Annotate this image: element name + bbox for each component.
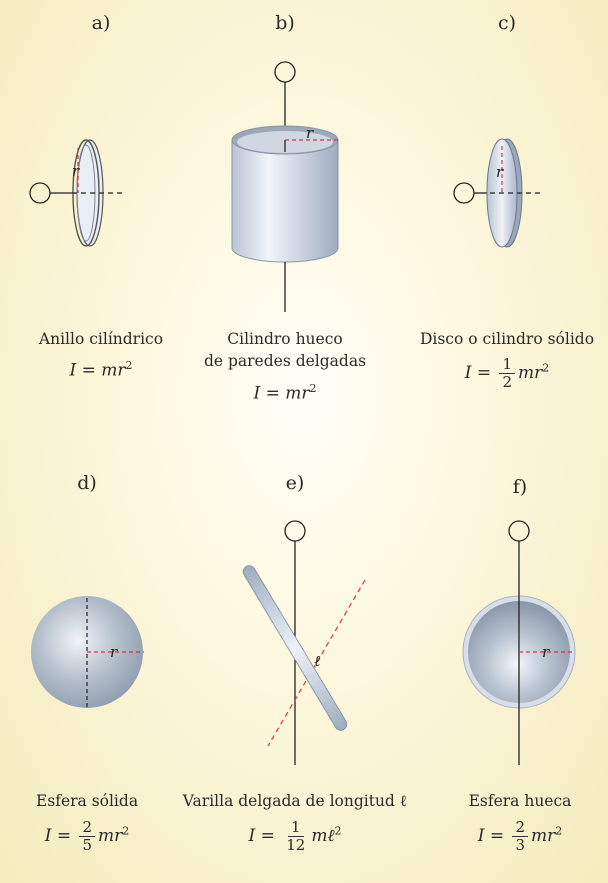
cylinder-body <box>231 139 339 263</box>
panel-letter: c) <box>497 12 517 34</box>
moment-formula: I = mr2 <box>253 382 317 404</box>
length-label: ℓ <box>314 652 320 670</box>
object-name: Varilla delgada de longitud ℓ <box>182 792 408 810</box>
radius-label: r <box>72 162 80 180</box>
panel-letter: e) <box>285 472 305 494</box>
object-name: Esfera sólida <box>35 792 139 810</box>
radius-label: r <box>496 163 504 181</box>
panel-letter: a) <box>91 12 111 34</box>
solid-disk-figure: r <box>453 138 542 248</box>
radius-label: r <box>110 643 118 661</box>
object-name: Anillo cilíndrico <box>38 330 164 348</box>
object-name: Esfera hueca <box>468 792 572 810</box>
rotation-axis-marker <box>284 520 306 542</box>
object-name: Disco o cilindro sólido <box>419 330 595 348</box>
panel-letter: d) <box>77 472 97 494</box>
panel-letter: b) <box>275 12 295 34</box>
radius-label: r <box>306 124 314 142</box>
thin-rod-figure: ℓ <box>242 520 366 765</box>
rotation-axis-marker <box>508 520 530 542</box>
panel-letter: f) <box>512 476 528 498</box>
hollow-sphere-figure: r <box>462 520 576 765</box>
radius-label: r <box>542 643 550 661</box>
object-name: Cilindro hueco de paredes delgadas <box>203 330 367 370</box>
moment-formula: I = mr2 <box>69 359 133 381</box>
thin-rod <box>242 565 348 731</box>
cylindrical-ring-figure: r <box>29 139 122 247</box>
hollow-cylinder-figure: r <box>231 61 339 312</box>
solid-sphere-figure: r <box>31 596 144 708</box>
